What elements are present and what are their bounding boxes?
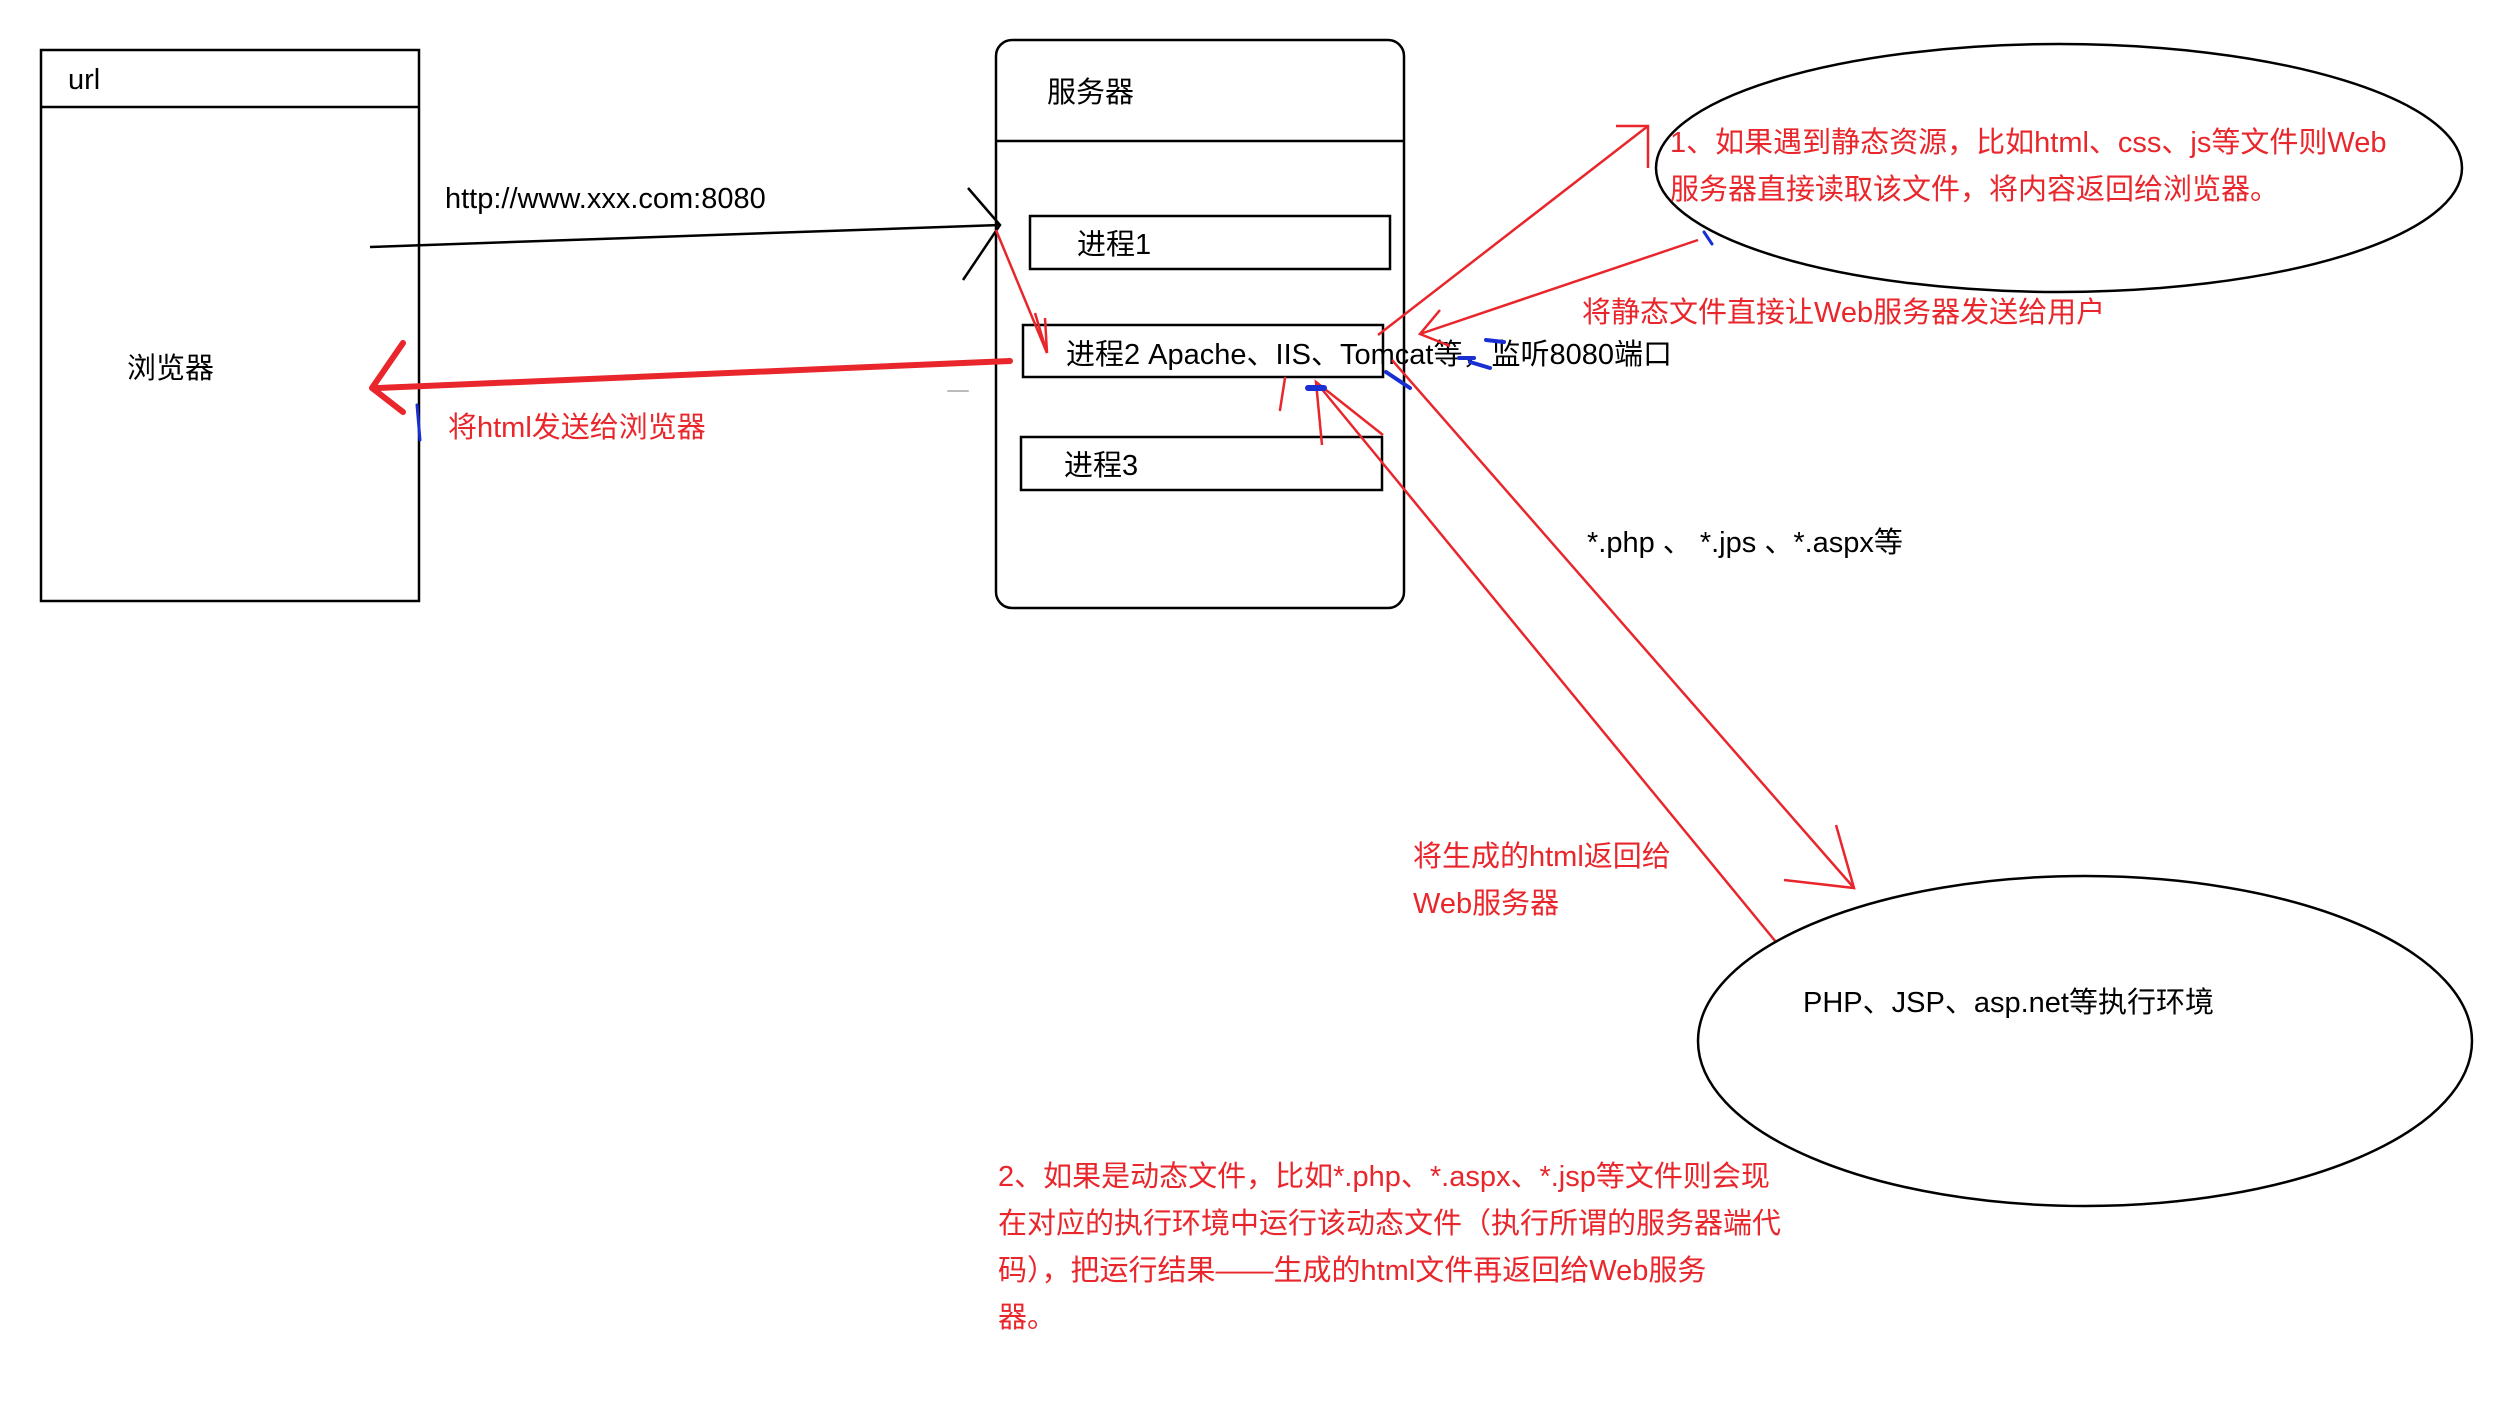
dynamic-types-label: *.php 、 *.jps 、*.aspx等 — [1587, 526, 1903, 559]
runtime-return-label-line2: Web服务器 — [1413, 887, 1559, 920]
static-request-arrow — [1377, 124, 1650, 336]
response-label: 将html发送给浏览器 — [448, 411, 706, 444]
request-url-label: http://www.xxx.com:8080 — [445, 183, 766, 215]
dynamic-note-line3: 码），把运行结果——生成的html文件再返回给Web服务 — [998, 1254, 1706, 1287]
browser-frame — [39, 48, 421, 603]
process2-box — [1021, 323, 1385, 379]
process3-label: 进程3 — [1064, 450, 1138, 482]
runtime-env-label: PHP、JSP、asp.net等执行环境 — [1803, 986, 2214, 1019]
request-arrow — [369, 187, 1002, 281]
dynamic-note-line2: 在对应的执行环境中运行该动态文件（执行所谓的服务器端代 — [998, 1207, 1781, 1240]
runtime-return-label-line1: 将生成的html返回给 — [1413, 840, 1671, 873]
server-frame — [994, 38, 1406, 610]
process1-label: 进程1 — [1077, 229, 1151, 261]
process2-label: 进程2 Apache、IIS、Tomcat等，监听8080端口 — [1066, 338, 1672, 371]
process1-box — [1028, 214, 1392, 271]
static-return-label: 将静态文件直接让Web服务器发送给用户 — [1582, 296, 2105, 329]
browser-window: url 浏览器 — [39, 48, 421, 603]
server-panel: 服务器 进程1 进程2 Apache、IIS、Tomcat等，监听8080端口 … — [994, 38, 1672, 610]
server-title: 服务器 — [1047, 76, 1134, 109]
process-forward-arrow — [994, 229, 1049, 354]
static-return-arrow — [1417, 238, 1699, 348]
dynamic-note-line4: 器。 — [998, 1302, 1056, 1334]
runtime-return-arrow — [1314, 379, 1777, 943]
dynamic-request-arrow — [1391, 359, 1856, 890]
browser-label: 浏览器 — [127, 352, 214, 385]
response-arrow — [369, 340, 1013, 415]
runtime-ellipse — [1696, 874, 2474, 1208]
static-resource-ellipse — [1654, 42, 2464, 294]
static-note-line1: 1、如果遇到静态资源，比如html、css、js等文件则Web — [1670, 126, 2386, 159]
dynamic-note-line1: 2、如果是动态文件，比如*.php、*.aspx、*.jsp等文件则会现 — [998, 1160, 1770, 1193]
browser-url-label: url — [68, 64, 100, 96]
static-note-line2: 服务器直接读取该文件，将内容返回给浏览器。 — [1670, 173, 2279, 206]
pen-marks — [415, 230, 1714, 442]
